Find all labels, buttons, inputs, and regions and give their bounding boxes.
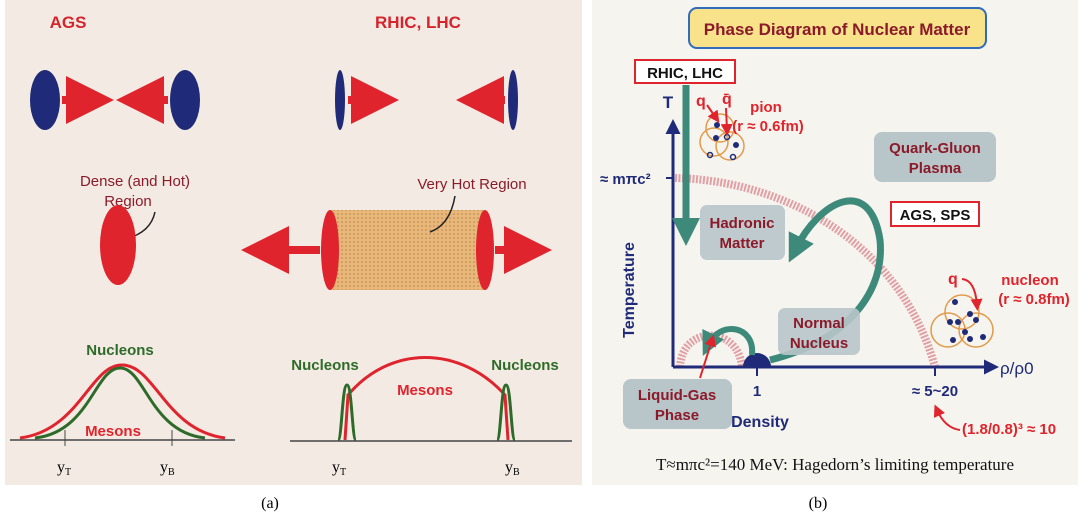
- hadronic-matter-box: [700, 205, 785, 260]
- contracted-nucleus-right: [508, 70, 518, 130]
- hadronic-label: Hadronic: [709, 215, 774, 232]
- nucleon-peak-right: [495, 383, 517, 442]
- liquid-gas-label: Liquid-Gas: [638, 387, 716, 404]
- nucleus-right: [170, 70, 200, 130]
- mesons-label: Mesons: [397, 382, 453, 399]
- pointer-arrow: [429, 195, 456, 233]
- nucleon-diagram: [930, 294, 994, 348]
- nucleon-distribution: [34, 366, 206, 440]
- temperature-label: Temperature: [621, 242, 638, 338]
- nucleus-left: [30, 70, 60, 130]
- dense-region-label-2: Region: [104, 193, 152, 210]
- nucleons-label: Nucleons: [86, 342, 154, 359]
- normal-label: Normal: [793, 315, 845, 332]
- cylinder-cap-right: [476, 210, 494, 290]
- yB-label: yB: [160, 459, 175, 478]
- panel-b-label: (b): [809, 495, 828, 512]
- normal-nucleus-marker: [743, 353, 771, 367]
- ags-sps-box: [890, 201, 980, 227]
- rhic-lhc-label: RHIC, LHC: [647, 65, 723, 82]
- yT-label: yT: [332, 459, 346, 478]
- t-axis-label: T: [663, 93, 674, 112]
- qgp-label-2: Plasma: [909, 160, 962, 177]
- pointer-arrow: [699, 334, 716, 379]
- panel-b: Phase Diagram of Nuclear Matter RHIC, LH…: [592, 0, 1078, 485]
- pion-label: pion: [750, 99, 782, 116]
- panel-a-label: (a): [261, 495, 279, 512]
- yT-label: yT: [57, 459, 71, 478]
- mesons-label: Mesons: [85, 423, 141, 440]
- qgp-box: [874, 132, 996, 182]
- nucleon-label: nucleon: [1001, 272, 1059, 289]
- tick-5-20-label: ≈ 5~20: [912, 383, 958, 400]
- normal-label-2: Nucleus: [790, 335, 848, 352]
- hot-region-cylinder: [330, 210, 485, 290]
- m-pi-c2-label: ≈ mπc²: [600, 171, 651, 188]
- panel-a: AGS RHIC, LHC Dense (and Hot) Region Ver…: [5, 0, 582, 485]
- density-label: Density: [731, 414, 789, 431]
- diagram-title: Phase Diagram of Nuclear Matter: [704, 20, 971, 39]
- nucleons-label-right: Nucleons: [491, 357, 559, 374]
- hot-region-label: Very Hot Region: [417, 176, 526, 193]
- dense-region: [100, 205, 136, 285]
- ags-title: AGS: [50, 13, 87, 32]
- rho-ratio-label: ρ/ρ0: [1000, 359, 1034, 378]
- density-ratio: (1.8/0.8)³ ≈ 10: [962, 421, 1056, 438]
- yB-label: yB: [505, 459, 520, 478]
- q-label: q: [696, 93, 706, 110]
- normal-nucleus-box: [778, 308, 860, 355]
- dense-region-label: Dense (and Hot): [80, 173, 190, 190]
- nucleon-radius: (r ≈ 0.8fm): [998, 291, 1070, 308]
- pointer-arrow: [961, 278, 983, 311]
- caption: T≈mπc²=140 MeV: Hagedorn’s limiting temp…: [656, 455, 1014, 474]
- rhic-lhc-title: RHIC, LHC: [375, 13, 461, 32]
- contracted-nucleus-left: [335, 70, 345, 130]
- title-box: [688, 7, 987, 49]
- nucleon-q-label: q: [948, 271, 958, 288]
- qgp-label: Quark-Gluon: [889, 140, 981, 157]
- hadronic-label-2: Matter: [719, 235, 764, 252]
- tick-1-label: 1: [753, 383, 761, 400]
- nucleon-peak-left: [336, 383, 358, 442]
- pointer-arrow: [933, 404, 961, 431]
- meson-distribution: [19, 363, 226, 440]
- cylinder-cap-left: [321, 210, 339, 290]
- pion-radius: (r ≈ 0.6fm): [732, 118, 804, 135]
- meson-distribution: [343, 356, 510, 441]
- liquid-gas-label-2: Phase: [655, 407, 699, 424]
- rhic-lhc-box: [634, 59, 736, 84]
- qbar-label: q̄: [722, 91, 732, 108]
- phase-boundary-qgp: [674, 174, 939, 369]
- pointer-arrow: [720, 107, 733, 136]
- nucleons-label-left: Nucleons: [291, 357, 359, 374]
- liquid-gas-box: [623, 379, 732, 429]
- pointer-arrow: [706, 104, 720, 123]
- ags-sps-label: AGS, SPS: [900, 207, 971, 224]
- phase-boundary-liquid-gas: [676, 331, 746, 368]
